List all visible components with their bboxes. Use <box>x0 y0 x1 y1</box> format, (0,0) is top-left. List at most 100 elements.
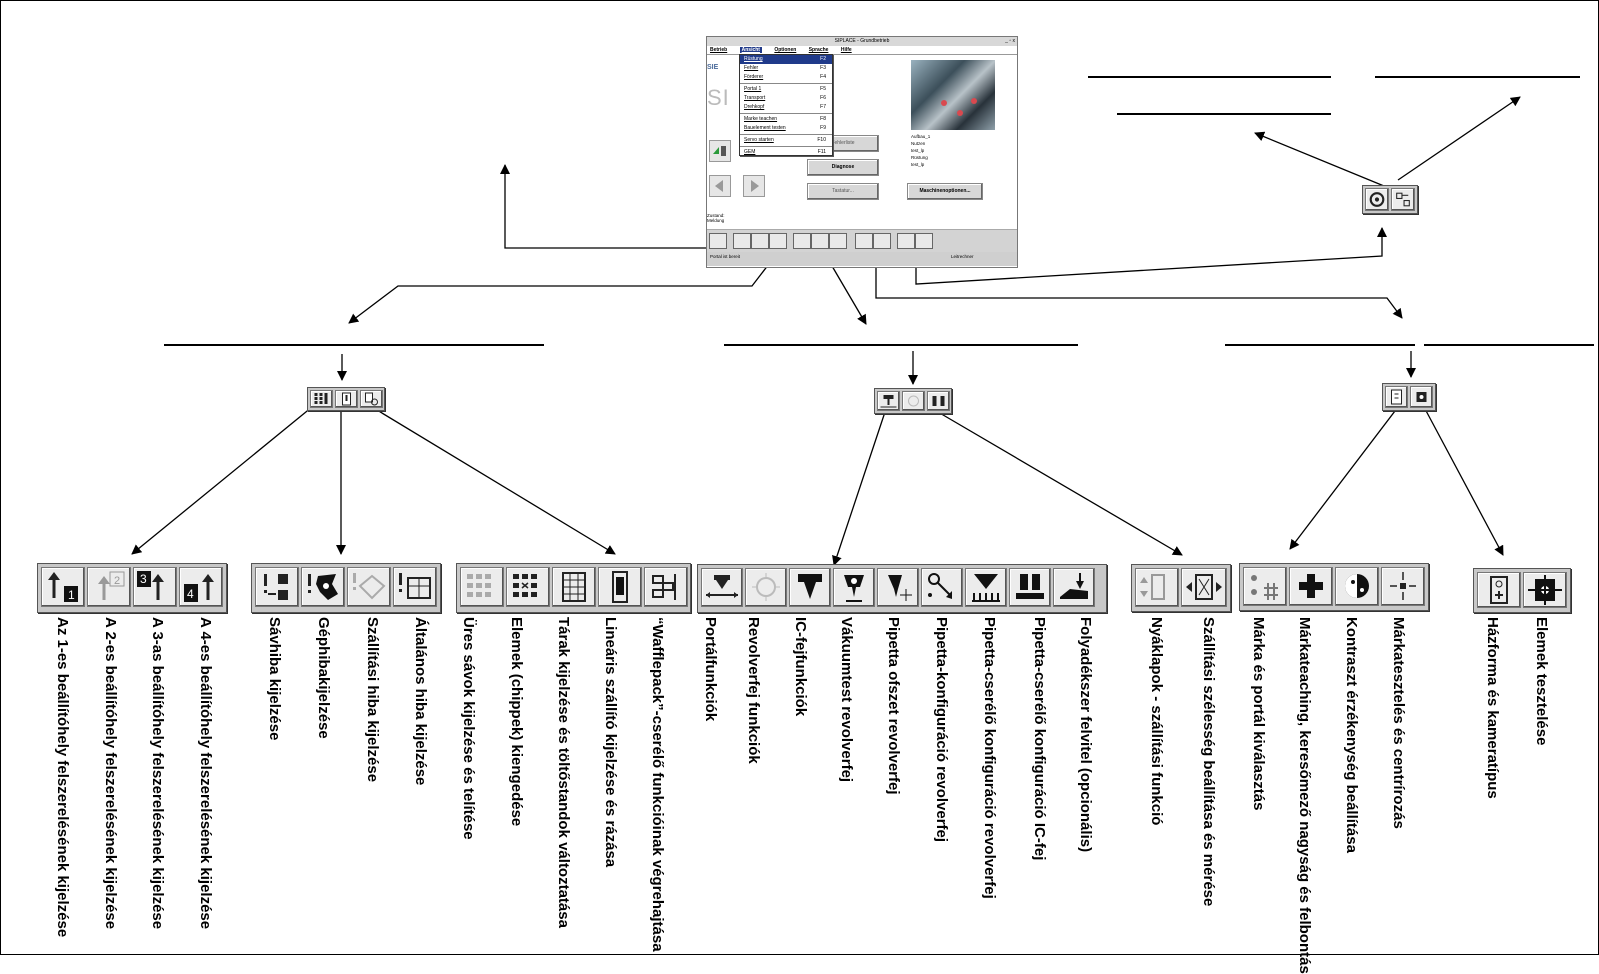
setup-slot-4-icon[interactable]: 4 <box>179 567 223 607</box>
linear-feeder-icon[interactable] <box>598 567 642 607</box>
toolbar-view-icon[interactable] <box>709 233 727 249</box>
mark-test-icon[interactable] <box>1381 567 1425 606</box>
toolbar-portal-icon[interactable] <box>793 233 811 249</box>
label-portal-9: Folyadékszer felvitel (opcionális) <box>1077 617 1094 853</box>
menu-ansicht[interactable]: Ansicht <box>739 47 762 53</box>
status-area: Zustand: Meldung <box>707 213 725 223</box>
setup-slot-3-icon[interactable]: 3 <box>133 567 177 607</box>
menu-hilfe[interactable]: Hilfe <box>840 47 852 53</box>
component-test-icon[interactable] <box>1523 572 1567 608</box>
machine-photo <box>911 60 995 130</box>
menu-bar: Betrieb Ansicht Optionen Sprache Hilfe <box>707 46 1017 55</box>
step-back-button[interactable] <box>709 175 731 197</box>
window-toolbar <box>707 229 1017 252</box>
bar-portal <box>697 564 1107 613</box>
menu-betrieb[interactable]: Betrieb <box>710 47 728 53</box>
setup-slot-2-icon[interactable]: 2 <box>87 567 131 607</box>
pcb-small-icon <box>1385 386 1408 408</box>
transport-error-icon[interactable] <box>347 567 391 607</box>
ic-head-icon[interactable] <box>789 568 831 607</box>
pipette-changer-icon[interactable] <box>965 568 1007 607</box>
revolver-head-icon[interactable] <box>745 568 787 607</box>
rule-setup <box>164 344 544 346</box>
menu-sprache[interactable]: Sprache <box>808 47 829 53</box>
pcb-transport-icon[interactable] <box>1135 568 1179 607</box>
toolbar-settings-icon[interactable] <box>915 233 933 249</box>
bar-marks <box>1239 563 1429 611</box>
toolbar-error-icon[interactable] <box>751 233 769 249</box>
setup-slot-1-icon[interactable]: 1 <box>41 567 85 607</box>
brand-logo: SIE <box>707 64 719 71</box>
group-icon-marks[interactable] <box>1382 383 1436 411</box>
pipette-changer-ic-icon[interactable] <box>1009 568 1051 607</box>
label-feeder-2: Elemek (chippek) kiengedése <box>508 617 525 827</box>
window-controls[interactable]: _ ▫ x <box>1005 38 1015 44</box>
app-window: SIPLACE - Grundbetrieb _ ▫ x Betrieb Ans… <box>706 36 1018 268</box>
menu-optionen[interactable]: Optionen <box>774 47 797 53</box>
label-setup-1: Az 1-es beállítóhely felszerelésének kij… <box>54 617 71 938</box>
group-icon-setup[interactable] <box>307 387 385 411</box>
start-button[interactable] <box>709 140 731 162</box>
mark-teach-icon[interactable] <box>1289 567 1333 606</box>
label-feeder-3: Tárak kijelzése és töltőstandok változta… <box>555 617 572 928</box>
window-title: SIPLACE - Grundbetrieb <box>834 38 890 44</box>
magazine-icon[interactable] <box>552 567 596 607</box>
machine-options-button[interactable]: Maschinenoptionen... <box>907 183 983 200</box>
toolbar-lanes-icon[interactable] <box>733 233 751 249</box>
svg-text:3: 3 <box>140 572 147 586</box>
fluid-dispense-icon[interactable] <box>1053 568 1095 607</box>
toolbar-ic-icon[interactable] <box>829 233 847 249</box>
group-icon-portal[interactable] <box>874 388 952 414</box>
wafflepack-icon[interactable] <box>644 567 688 607</box>
mark-portal-select-icon[interactable] <box>1243 567 1287 606</box>
group-icon-top-right[interactable] <box>1362 185 1418 214</box>
rule-top-b <box>1117 113 1331 115</box>
pipette-config-icon[interactable] <box>921 568 963 607</box>
lane-error-icon[interactable] <box>255 567 299 607</box>
rule-marks-b <box>1424 344 1594 346</box>
vacuum-test-icon[interactable] <box>833 568 875 607</box>
general-error-icon[interactable] <box>393 567 437 607</box>
diagnose-button[interactable]: Diagnose <box>807 159 879 176</box>
rule-top-c <box>1375 76 1580 78</box>
toolbar-head-icon[interactable] <box>811 233 829 249</box>
bar-components <box>1473 568 1571 613</box>
arrow-to-setup-group <box>348 259 773 324</box>
chip-release-icon[interactable] <box>506 567 550 607</box>
label-marks-4: Márkatesztelés és centrírozás <box>1390 617 1407 829</box>
step-forward-button[interactable] <box>743 175 765 197</box>
settings-small-icon <box>1391 188 1415 211</box>
label-error-4: Általános hiba kijelzése <box>412 617 429 786</box>
toolbar-component-icon[interactable] <box>873 233 891 249</box>
transport-width-icon[interactable] <box>1181 568 1227 607</box>
keyboard-button[interactable]: Tastatur... <box>807 183 879 200</box>
transport-icon <box>360 390 383 408</box>
label-portal-1: Portálfunkciók <box>702 617 719 722</box>
toolbar-mark-icon[interactable] <box>897 233 915 249</box>
bar-feeder <box>456 563 691 613</box>
label-portal-4: Vákuumtest revolverfej <box>838 617 855 783</box>
label-components-1: Házforma és kameratípus <box>1484 617 1501 799</box>
label-marks-3: Kontraszt érzékenység beállítása <box>1343 617 1360 853</box>
pipette-offset-icon[interactable] <box>877 568 919 607</box>
label-feeder-1: Üres sávok kijelzése és telítése <box>460 617 477 840</box>
label-portal-8: Pipetta-cserélő konfiguráció IC-fej <box>1031 617 1048 861</box>
empty-lanes-icon[interactable] <box>460 567 504 607</box>
toolbar-transport-icon[interactable] <box>769 233 787 249</box>
toolbar-pcb-icon[interactable] <box>855 233 873 249</box>
package-camera-icon[interactable] <box>1477 572 1521 608</box>
portal-icon[interactable] <box>701 568 743 607</box>
contrast-icon[interactable] <box>1335 567 1379 606</box>
machine-error-icon[interactable] <box>301 567 345 607</box>
